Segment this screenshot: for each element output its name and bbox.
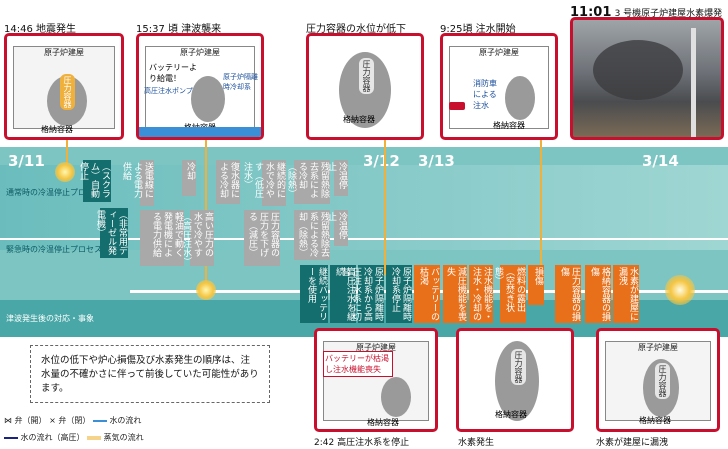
rhr-box: 残留熱除去系による冷却（除熱） xyxy=(286,160,330,204)
smoke-cloud xyxy=(593,40,683,100)
cv-damage-box: 格納容器の損傷 xyxy=(585,265,611,323)
containment-vessel xyxy=(191,76,225,122)
pressure-vessel-label: 圧力容器 xyxy=(359,58,374,94)
date-label: 3/11 xyxy=(8,152,45,170)
legend-water-flow: 水の流れ xyxy=(109,416,142,425)
fire-truck-text: 消防車による注水 xyxy=(473,79,497,110)
legend-steam-flow: 蒸気の流れ xyxy=(103,433,144,442)
event-label: 圧力容器の水位が低下 xyxy=(306,24,406,35)
date-label: 3/13 xyxy=(418,152,455,170)
tower xyxy=(691,28,696,137)
containment-label: 格納容器 xyxy=(343,115,375,124)
hp-flow-icon xyxy=(4,436,18,439)
battery-dead-text: バッテリーが枯渇し注水機能喪失 xyxy=(323,351,393,377)
pressure-vessel-label: 圧力容器 xyxy=(655,363,670,399)
injection-lost-box: 注水機能を・注水・冷却の xyxy=(469,265,493,323)
legend-row-2: 水の流れ（高圧） 蒸気の流れ xyxy=(4,432,144,443)
panel-water-drop: 圧力容器 格納容器 xyxy=(306,33,424,140)
building-label: 原子炉建屋 xyxy=(479,48,519,57)
hp-injection-text: 高圧注水ポンプ xyxy=(144,87,193,95)
cold-shutdown-box: 冷温停止 xyxy=(326,160,348,196)
glow-dot xyxy=(665,275,695,305)
containment-label: 格納容器 xyxy=(367,418,399,427)
date-label: 3/12 xyxy=(363,152,400,170)
grid-power-box: 送電線による電力供給 xyxy=(121,160,154,206)
caption-hydrogen: 水素発生 xyxy=(458,438,495,448)
event-time: 11:01 3 号機原子炉建屋水素爆発 xyxy=(570,5,723,20)
hp-cooling-box: 高い圧力の水で冷やす（高圧注水） xyxy=(181,210,214,266)
hydrogen-leak-box: 水素が建屋に漏洩 xyxy=(613,265,639,323)
glow-dot xyxy=(55,162,75,182)
hp-continue-box: 高圧注水を継続 xyxy=(330,265,356,323)
event-time: 14:46 地震発生 xyxy=(4,24,77,35)
glow-dot xyxy=(196,280,216,300)
battery-dead-box: バッテリーの枯渇 xyxy=(414,265,440,323)
lane-label-emergency: 緊急時の冷温停止プロセス xyxy=(6,245,102,254)
rhr-box-2: 残留熱除去系による冷却（除熱） xyxy=(294,210,330,260)
caption-hydrogen-leak: 水素が建屋に漏洩 xyxy=(596,438,669,448)
containment-label: 格納容器 xyxy=(639,416,671,425)
connector-line xyxy=(66,140,68,175)
building-label: 原子炉建屋 xyxy=(44,48,84,57)
diesel-box: （非常用ディーゼル発電機） xyxy=(95,208,128,258)
damage-box: 損傷 xyxy=(528,265,544,305)
cold-shutdown-box-2: 冷温停止 xyxy=(326,210,348,246)
containment-vessel xyxy=(505,76,535,120)
depressurize-box: 圧力容器の圧力を下げる（減圧） xyxy=(244,210,280,266)
steam-flow-icon xyxy=(87,435,102,440)
water-flow-icon xyxy=(92,419,107,422)
gas-generator-box: 軽油で動く発電機による電力供給 xyxy=(140,210,184,266)
date-label: 3/14 xyxy=(642,152,679,170)
event-time: 15:37 頃 津波襲来 xyxy=(136,24,222,35)
containment-label: 格納容器 xyxy=(493,121,525,130)
battery-continue-box: 継続バッテリーを使用 xyxy=(300,265,328,323)
lp-cooling-box: 継続的に水で冷やす（低圧注水） xyxy=(242,160,286,206)
battery-text: バッテリーより給電！ xyxy=(149,63,197,83)
containment-label: 格納容器 xyxy=(41,125,73,134)
panel-hp-stop: 原子炉建屋 バッテリーが枯渇し注水機能喪失 格納容器 xyxy=(314,328,438,432)
building-label: 原子炉建屋 xyxy=(356,343,396,352)
building-label: 原子炉建屋 xyxy=(638,343,678,352)
lane-label-normal: 通常時の冷温停止プロセス xyxy=(6,188,102,197)
fuel-exposed-box: 燃料の露出（空焚き状態） xyxy=(493,265,526,323)
isolation-stop-box: 原子炉隔離時冷却系停止 xyxy=(386,265,412,323)
scram-box: （スクラム）自動停止 xyxy=(78,160,111,202)
connector-line xyxy=(540,140,542,270)
building-label: 原子炉建屋 xyxy=(180,48,220,57)
connector-line xyxy=(384,140,386,275)
condenser-box: 復水器による冷却 xyxy=(216,160,240,204)
panel-injection: 原子炉建屋 消防車による注水 格納容器 xyxy=(440,33,558,140)
note-box: 水位の低下や炉心損傷及び水素発生の順序は、注水量の不確かさに伴って前後していた可… xyxy=(30,345,270,403)
fire-truck-icon xyxy=(449,102,465,110)
pressure-vessel-label: 圧力容器 xyxy=(60,74,75,110)
cooling-box: 冷却 xyxy=(182,160,196,196)
containment-vessel xyxy=(381,377,411,417)
valve-open-icon: ⋈ xyxy=(4,416,12,425)
caption-hp-stop: 2:42 高圧注水系を停止 xyxy=(314,438,410,448)
event-time: 9:25頃 注水開始 xyxy=(440,24,516,35)
legend: ⋈ 弁（開） ⨯ 弁（閉） 水の流れ xyxy=(4,415,141,426)
switch-box: 原子炉隔離時冷却系から高圧注水系に切替 xyxy=(340,265,384,323)
pv-damage-box: 圧力容器の損傷 xyxy=(555,265,581,323)
white-lane-line xyxy=(0,238,728,240)
legend-valve: 弁（開） xyxy=(14,416,47,425)
panel-earthquake: 原子炉建屋 圧力容器 格納容器 xyxy=(4,33,124,140)
legend-hp-flow: 水の流れ（高圧） xyxy=(20,433,85,442)
lane-label-tsunami: 津波発生後の対応・事象 xyxy=(6,314,94,323)
containment-label: 格納容器 xyxy=(495,410,527,419)
panel-hydrogen: 圧力容器 格納容器 xyxy=(456,328,574,432)
seawater xyxy=(139,127,261,137)
valve-closed-icon: ⨯ xyxy=(49,416,56,425)
pressure-vessel-label: 圧力容器 xyxy=(511,349,526,385)
legend-valve-closed: 弁（閉） xyxy=(58,416,91,425)
depressurize-lost-box: 減圧機能を喪失 xyxy=(443,265,467,323)
panel-explosion-photo xyxy=(570,17,724,140)
isolation-text: 原子炉隔離時冷却系 xyxy=(223,73,258,91)
panel-hydrogen-leak: 原子炉建屋 圧力容器 格納容器 xyxy=(596,328,720,432)
panel-tsunami: 原子炉建屋 バッテリーより給電！ 高圧注水ポンプ 原子炉隔離時冷却系 格納容器 xyxy=(136,33,264,140)
